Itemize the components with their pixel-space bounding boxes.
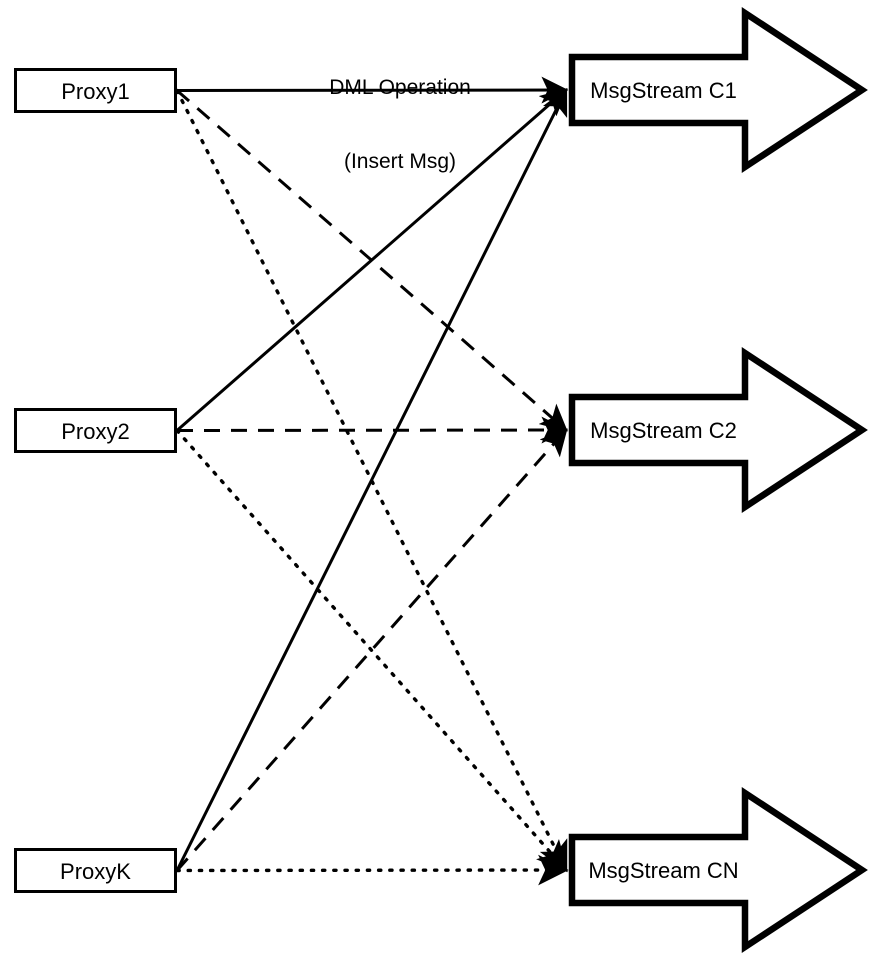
- node-c2[interactable]: [568, 346, 868, 514]
- edge-proxyK-to-cn: [175, 854, 569, 886]
- edge-label-line1: DML Operation: [329, 75, 471, 99]
- node-label-c2: MsgStream C2: [590, 418, 737, 443]
- edge-label-line2: (Insert Msg): [343, 149, 456, 173]
- node-proxy1[interactable]: [14, 68, 177, 113]
- node-c1[interactable]: [568, 6, 868, 174]
- node-label-proxyK: ProxyK: [60, 858, 131, 884]
- edge-proxy1-to-c1: [176, 76, 569, 104]
- edges-layer: [175, 76, 569, 886]
- edge-proxyK-to-c2: [175, 428, 568, 872]
- node-label-cn: MsgStream CN: [588, 858, 739, 883]
- node-label-proxy1: Proxy1: [61, 78, 130, 104]
- node-proxy2[interactable]: [14, 408, 177, 453]
- nodes-layer: [14, 6, 868, 954]
- node-cn[interactable]: [568, 786, 868, 954]
- node-proxyK[interactable]: [14, 848, 177, 893]
- edge-label-dml: DML Operation (Insert Msg): [250, 26, 550, 224]
- edge-proxyK-to-c1: [175, 87, 568, 872]
- edge-proxy2-to-cn: [175, 428, 568, 873]
- node-label-c1: MsgStream C1: [590, 78, 737, 103]
- edge-proxy2-to-c1: [176, 88, 568, 432]
- edge-proxy2-to-c2: [176, 416, 569, 444]
- node-label-proxy2: Proxy2: [61, 418, 130, 444]
